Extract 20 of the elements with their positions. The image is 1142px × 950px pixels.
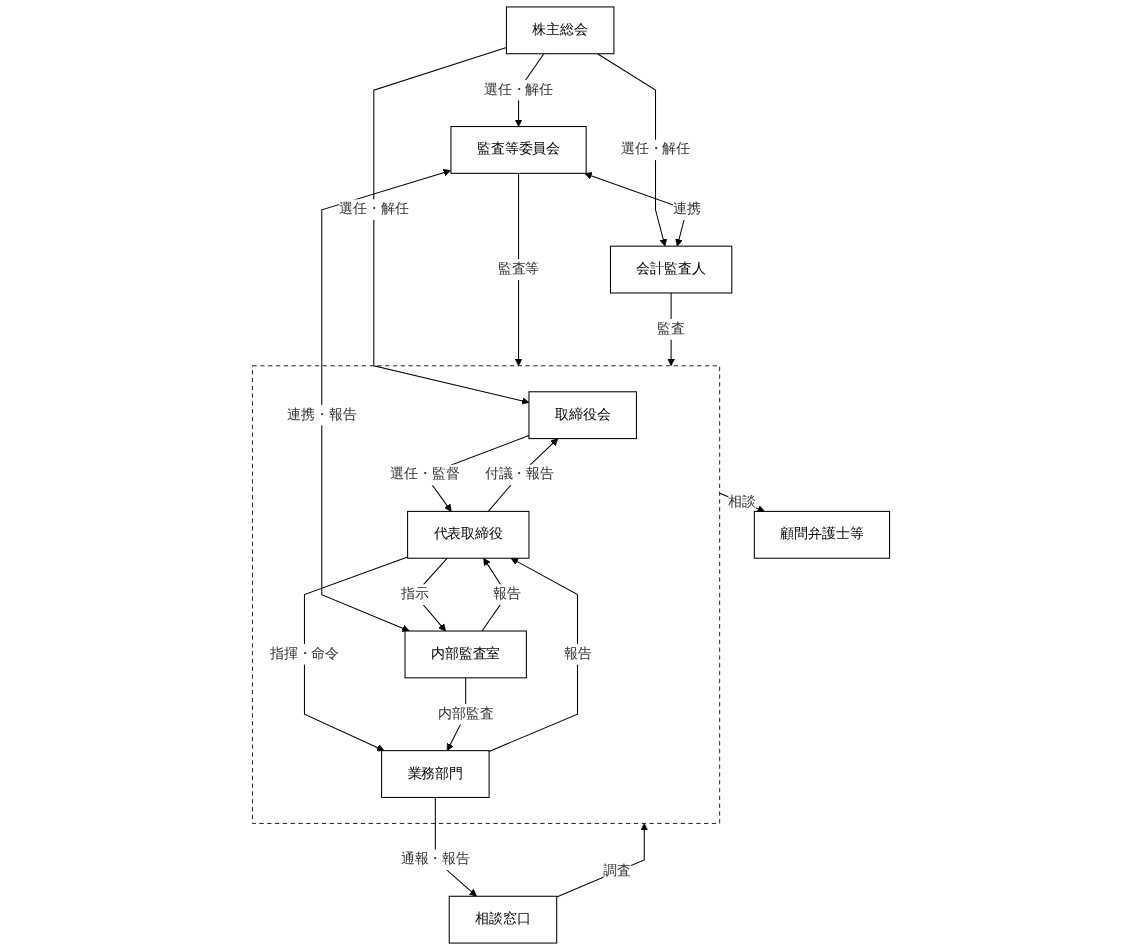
node-box (404, 630, 527, 679)
arrow (667, 292, 675, 367)
arrow (303, 556, 409, 752)
arrow (514, 172, 523, 367)
node-box (753, 510, 891, 559)
arrow (556, 823, 649, 898)
node-box (609, 245, 733, 294)
arrow (584, 172, 688, 247)
arrow (373, 47, 530, 405)
node-box (381, 750, 490, 798)
node-box (528, 391, 637, 440)
arrow (488, 557, 578, 752)
node-box (448, 895, 558, 944)
node-box (407, 510, 530, 559)
arrow (321, 168, 451, 632)
node-box (505, 6, 615, 55)
arrow (719, 492, 765, 513)
arrow (596, 53, 667, 247)
cluster (252, 365, 721, 824)
node-box (450, 126, 587, 174)
